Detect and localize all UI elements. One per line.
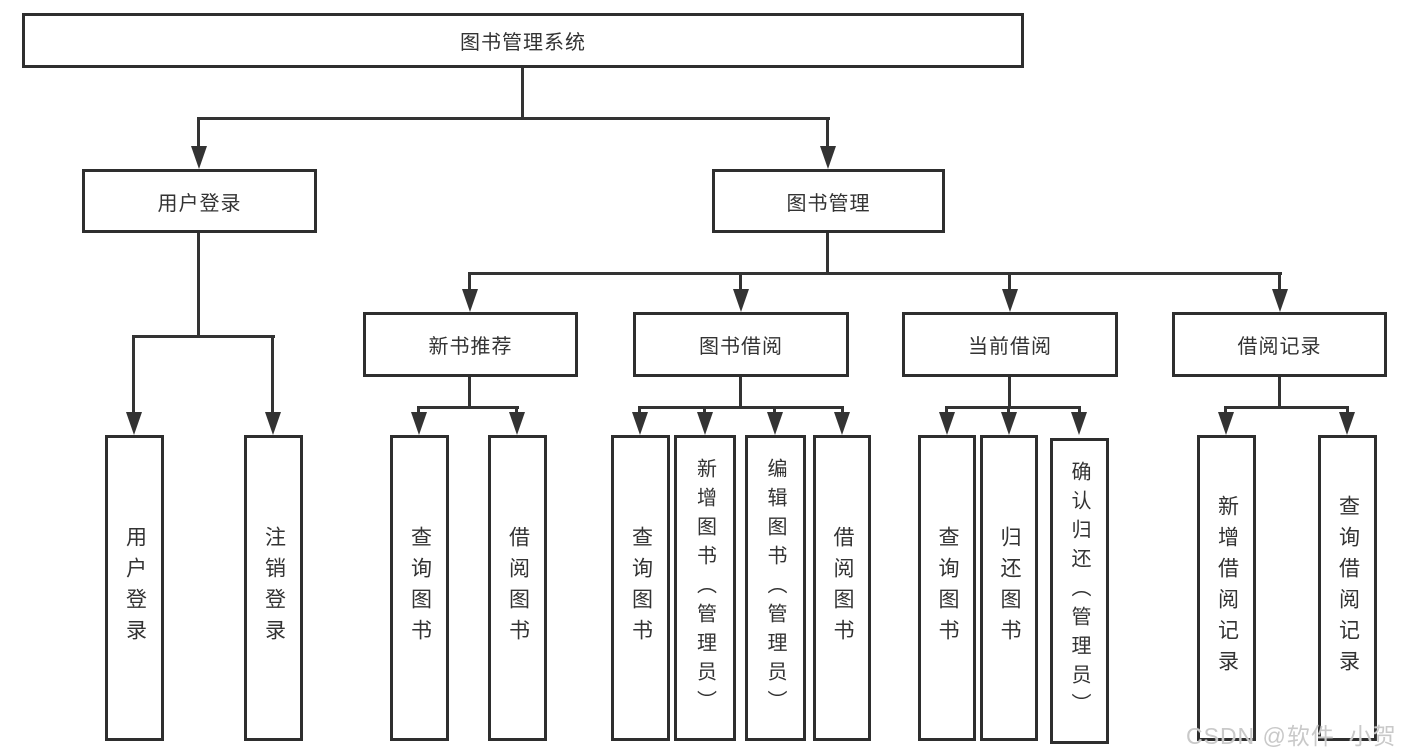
connector-bookmgmt-drop — [826, 233, 829, 273]
arrow-down-icon — [1272, 289, 1288, 312]
arrow-down-icon — [939, 412, 955, 435]
node-book-borrowing: 图书借阅 — [633, 312, 849, 377]
connector-bar — [945, 406, 1081, 409]
node-label: 借阅图书 — [506, 526, 530, 650]
connector-stem — [515, 409, 518, 414]
node-label: 确认归还（管理员） — [1068, 460, 1090, 722]
connector-stem — [773, 409, 776, 414]
arrow-down-icon — [1002, 289, 1018, 312]
connector-stem — [1224, 409, 1227, 414]
connector-stem — [638, 409, 641, 414]
connector-drop — [1008, 377, 1011, 407]
node-label: 借阅图书 — [831, 526, 854, 650]
node-label: 图书管理系统 — [460, 32, 586, 54]
arrow-down-icon — [733, 289, 749, 312]
connector-stem — [197, 120, 200, 147]
node-label: 图书借阅 — [699, 336, 783, 358]
node-label: 新增图书（管理员） — [693, 457, 716, 719]
arrow-down-icon — [509, 412, 525, 435]
connector-stem — [1346, 409, 1349, 414]
leaf-borrow-books-recommend: 借阅图书 — [488, 435, 547, 741]
arrow-down-icon — [632, 412, 648, 435]
leaf-add-books-admin: 新增图书（管理员） — [674, 435, 736, 741]
leaf-confirm-return-admin: 确认归还（管理员） — [1050, 438, 1109, 744]
arrow-down-icon — [462, 289, 478, 312]
leaf-return-books: 归还图书 — [980, 435, 1038, 741]
leaf-logout: 注销登录 — [244, 435, 303, 741]
connector-userlogin-bar — [132, 335, 275, 338]
node-label: 查询借阅记录 — [1336, 495, 1360, 681]
connector-stem — [826, 120, 829, 147]
arrow-down-icon — [265, 412, 281, 435]
connector-stem — [1008, 275, 1011, 290]
arrow-down-icon — [126, 412, 142, 435]
connector-drop — [739, 377, 742, 407]
node-label: 注销登录 — [262, 526, 286, 650]
arrow-down-icon — [697, 412, 713, 435]
node-label: 编辑图书（管理员） — [764, 457, 786, 719]
connector-stem — [841, 409, 844, 414]
connector-bar — [417, 406, 519, 409]
arrow-down-icon — [1071, 412, 1087, 435]
node-label: 当前借阅 — [968, 336, 1052, 358]
leaf-user-login: 用户登录 — [105, 435, 164, 741]
node-label: 查询图书 — [408, 526, 432, 650]
node-book-management: 图书管理 — [712, 169, 945, 233]
leaf-borrow-books: 借阅图书 — [813, 435, 871, 741]
leaf-add-borrow-record: 新增借阅记录 — [1197, 435, 1256, 741]
connector-stem — [271, 338, 274, 413]
connector-root-bar — [197, 117, 830, 120]
csdn-watermark: CSDN @软件_小贺同学 — [1186, 723, 1397, 747]
node-label: 新书推荐 — [428, 336, 513, 358]
node-label: 用户登录 — [157, 192, 242, 215]
connector-stem — [417, 409, 420, 414]
leaf-edit-books-admin: 编辑图书（管理员） — [745, 435, 806, 741]
arrow-down-icon — [834, 412, 850, 435]
connector-root-drop — [521, 68, 524, 118]
node-borrowing-records: 借阅记录 — [1172, 312, 1387, 377]
leaf-query-borrow-record: 查询借阅记录 — [1318, 435, 1377, 741]
connector-bar — [638, 406, 844, 409]
connector-drop — [468, 377, 471, 407]
connector-stem — [1278, 275, 1281, 290]
node-label: 借阅记录 — [1237, 336, 1322, 358]
connector-stem — [132, 338, 135, 413]
leaf-query-books-recommend: 查询图书 — [390, 435, 449, 741]
arrow-down-icon — [411, 412, 427, 435]
node-label: 用户登录 — [123, 526, 147, 650]
node-user-login: 用户登录 — [82, 169, 317, 233]
connector-stem — [468, 275, 471, 290]
connector-level3-bar — [468, 272, 1282, 275]
connector-stem — [945, 409, 948, 414]
arrow-down-icon — [820, 146, 836, 169]
connector-userlogin-drop — [197, 233, 200, 336]
arrow-down-icon — [1339, 412, 1355, 435]
arrow-down-icon — [1001, 412, 1017, 435]
node-label: 查询图书 — [629, 526, 653, 650]
node-label: 归还图书 — [998, 526, 1021, 650]
arrow-down-icon — [767, 412, 783, 435]
arrow-down-icon — [191, 146, 207, 169]
connector-stem — [739, 275, 742, 290]
node-current-borrowing: 当前借阅 — [902, 312, 1118, 377]
node-label: 查询图书 — [936, 526, 959, 650]
node-label: 图书管理 — [786, 192, 871, 215]
leaf-query-books-current: 查询图书 — [918, 435, 976, 741]
leaf-query-books-borrowing: 查询图书 — [611, 435, 670, 741]
node-library-management-system: 图书管理系统 — [22, 13, 1024, 68]
connector-stem — [1007, 409, 1010, 414]
arrow-down-icon — [1218, 412, 1234, 435]
node-label: 新增借阅记录 — [1215, 495, 1239, 681]
node-new-book-recommendation: 新书推荐 — [363, 312, 578, 377]
connector-stem — [1078, 409, 1081, 414]
connector-bar — [1224, 406, 1349, 409]
connector-drop — [1278, 377, 1281, 407]
connector-stem — [703, 409, 706, 414]
